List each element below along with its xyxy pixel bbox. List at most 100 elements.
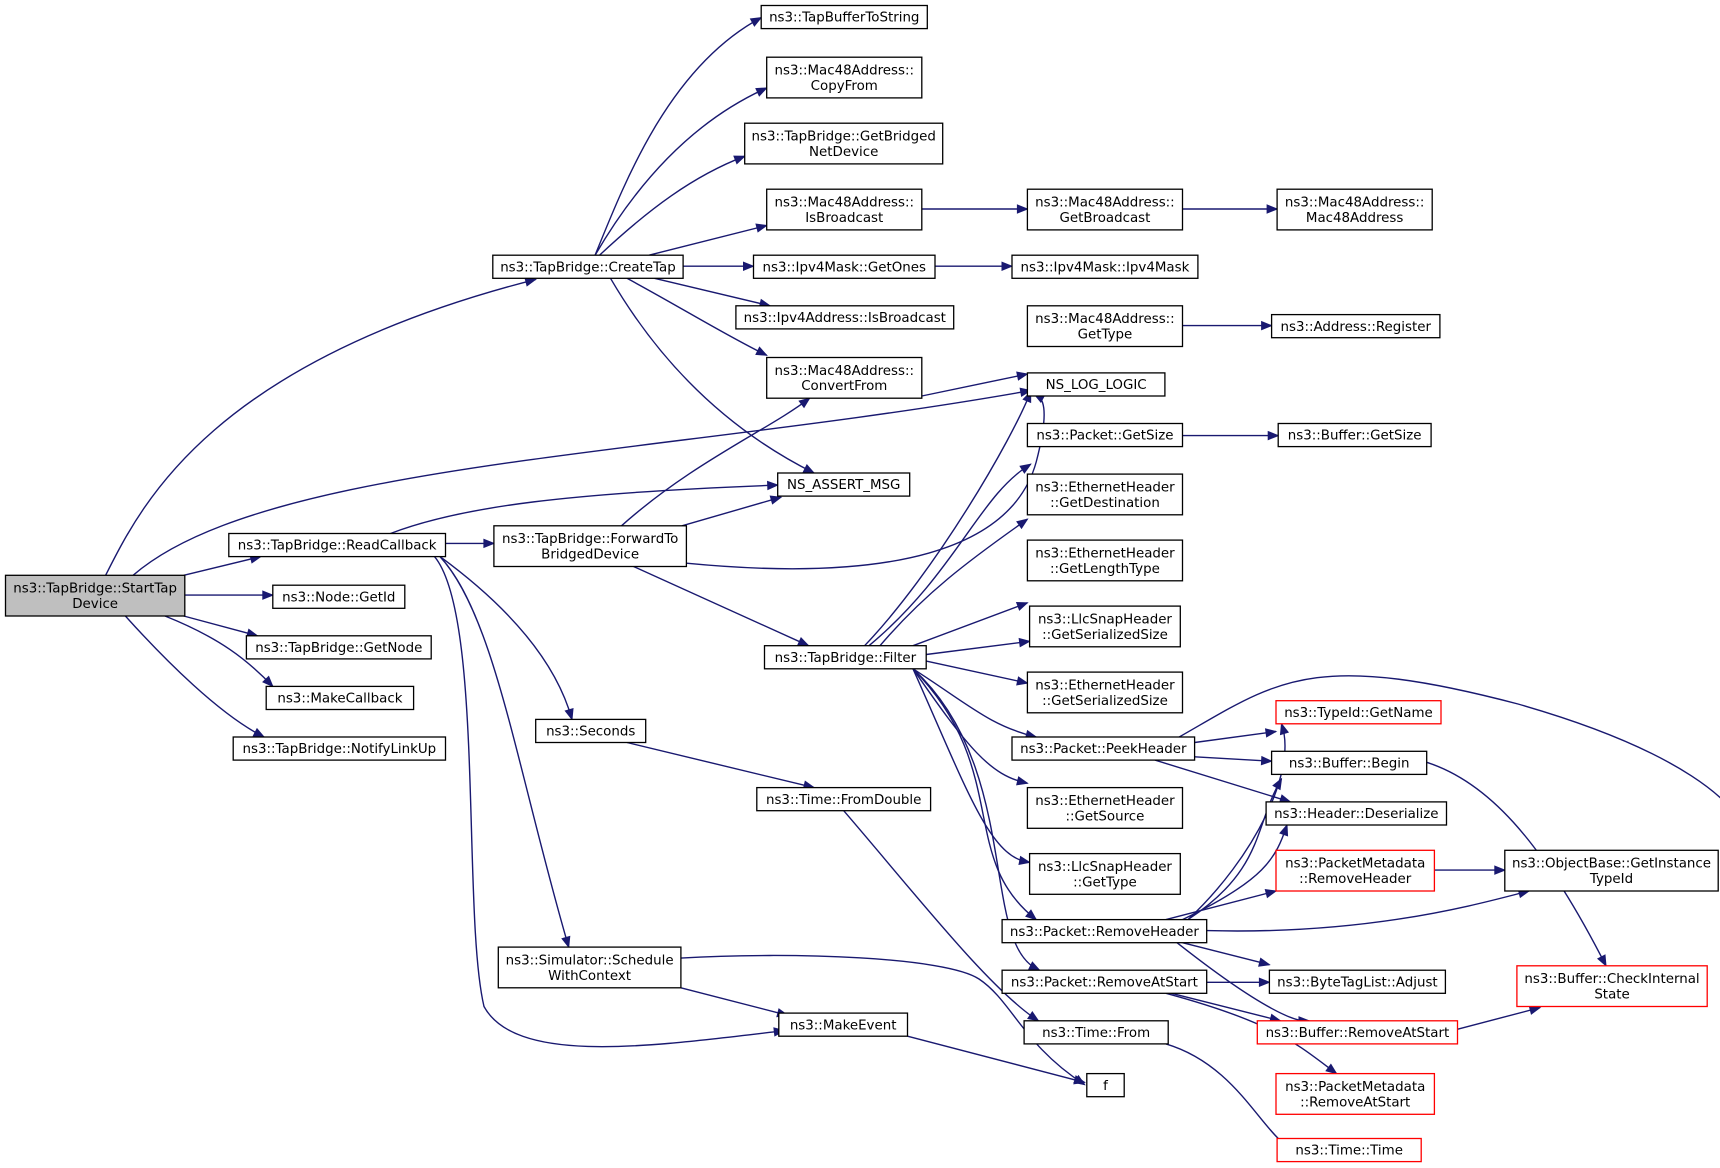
function-node-llcser[interactable]: ns3::LlcSnapHeader::GetSerializedSize bbox=[1028, 605, 1181, 648]
edge-line bbox=[912, 602, 1028, 647]
function-node-assert[interactable]: NS_ASSERT_MSG bbox=[777, 472, 911, 497]
call-edge-rmatstart-bufrmstart bbox=[1171, 992, 1282, 1023]
edge-line bbox=[843, 810, 1039, 1022]
function-node-makeevent[interactable]: ns3::MakeEvent bbox=[778, 1012, 909, 1037]
node-label: ns3::Node::GetId bbox=[282, 590, 395, 605]
node-box bbox=[1026, 188, 1184, 231]
function-node-timetime[interactable]: ns3::Time::Time bbox=[1276, 1137, 1422, 1163]
edge-line bbox=[1165, 890, 1277, 921]
node-label: ns3::PacketMetadata bbox=[1285, 857, 1425, 872]
function-node-ethdest[interactable]: ns3::EthernetHeader::GetDestination bbox=[1026, 473, 1184, 516]
function-node-rmatstart[interactable]: ns3::Packet::RemoveAtStart bbox=[1001, 969, 1208, 994]
function-node-f[interactable]: f bbox=[1086, 1072, 1125, 1098]
function-node-pmrmstart[interactable]: ns3::PacketMetadata::RemoveAtStart bbox=[1275, 1072, 1436, 1115]
edge-line bbox=[633, 565, 809, 647]
function-node-timefrom[interactable]: ns3::Time::From bbox=[1023, 1020, 1169, 1045]
function-node-register[interactable]: ns3::Address::Register bbox=[1270, 313, 1441, 339]
edge-arrowhead bbox=[1266, 204, 1279, 214]
function-node-rmheader[interactable]: ns3::Packet::RemoveHeader bbox=[1001, 918, 1208, 944]
function-node-btladjust[interactable]: ns3::ByteTagList::Adjust bbox=[1268, 969, 1447, 994]
function-node-seconds[interactable]: ns3::Seconds bbox=[535, 718, 647, 744]
edge-arrowhead bbox=[252, 727, 266, 738]
function-node-isbcast4[interactable]: ns3::Ipv4Address::IsBroadcast bbox=[735, 305, 955, 330]
function-node-ethser[interactable]: ns3::EthernetHeader::GetSerializedSize bbox=[1026, 671, 1184, 714]
function-node-mac48ctor[interactable]: ns3::Mac48Address::Mac48Address bbox=[1276, 188, 1433, 231]
function-node-gettype48[interactable]: ns3::Mac48Address::GetType bbox=[1026, 305, 1184, 348]
edge-line bbox=[433, 556, 785, 1048]
node-label: CopyFrom bbox=[811, 79, 878, 94]
call-edge-rmatstart-btladjust bbox=[1206, 977, 1271, 988]
function-node-createtap[interactable]: ns3::TapBridge::CreateTap bbox=[492, 254, 684, 279]
function-node-ipv4mask[interactable]: ns3::Ipv4Mask::Ipv4Mask bbox=[1011, 254, 1199, 279]
node-box bbox=[493, 525, 688, 568]
function-node-tapbuf[interactable]: ns3::TapBufferToString bbox=[760, 4, 928, 30]
node-box bbox=[766, 56, 923, 99]
edge-arrowhead bbox=[1018, 855, 1031, 866]
node-label: ns3::Address::Register bbox=[1281, 320, 1432, 335]
node-label: ns3::Buffer::Begin bbox=[1289, 756, 1410, 771]
node-label: ns3::TapBridge::CreateTap bbox=[500, 260, 676, 275]
node-box bbox=[265, 685, 415, 711]
node-label: ns3::Buffer::GetSize bbox=[1288, 429, 1422, 444]
function-node-copyfrom[interactable]: ns3::Mac48Address::CopyFrom bbox=[766, 56, 923, 99]
node-label: ns3::EthernetHeader bbox=[1035, 480, 1175, 495]
edge-line bbox=[1206, 890, 1530, 932]
node-label: ns3::TapBridge::StartTap bbox=[13, 582, 177, 597]
node-box bbox=[1086, 1072, 1125, 1098]
edge-line bbox=[599, 155, 745, 256]
node-label: State bbox=[1594, 987, 1629, 1002]
function-node-ethlen[interactable]: ns3::EthernetHeader::GetLengthType bbox=[1026, 539, 1184, 582]
node-box bbox=[777, 472, 911, 497]
function-node-bufrmstart[interactable]: ns3::Buffer::RemoveAtStart bbox=[1256, 1020, 1459, 1045]
node-box bbox=[1265, 801, 1448, 826]
function-node-notify[interactable]: ns3::TapBridge::NotifyLinkUp bbox=[232, 736, 447, 761]
node-box bbox=[763, 645, 927, 670]
function-node-llctype[interactable]: ns3::LlcSnapHeader::GetType bbox=[1028, 852, 1181, 895]
function-node-pmrmheader[interactable]: ns3::PacketMetadata::RemoveHeader bbox=[1275, 849, 1436, 892]
function-node-pktsize[interactable]: ns3::Packet::GetSize bbox=[1026, 422, 1184, 448]
function-node-makecb[interactable]: ns3::MakeCallback bbox=[265, 685, 415, 711]
call-edge-filter-pktsize bbox=[868, 463, 1032, 647]
function-node-getbroadcast[interactable]: ns3::Mac48Address::GetBroadcast bbox=[1026, 188, 1184, 231]
node-label: TypeId bbox=[1589, 872, 1633, 887]
function-node-typeidname[interactable]: ns3::TypeId::GetName bbox=[1275, 700, 1442, 725]
function-node-fromdouble[interactable]: ns3::Time::FromDouble bbox=[756, 786, 932, 812]
edge-arrowhead bbox=[1325, 1063, 1338, 1075]
call-edge-seconds-fromdouble bbox=[626, 741, 816, 790]
function-node-getnode[interactable]: ns3::TapBridge::GetNode bbox=[245, 635, 432, 660]
node-label: Mac48Address bbox=[1306, 211, 1404, 226]
function-node-ethsrc[interactable]: ns3::EthernetHeader::GetSource bbox=[1026, 786, 1184, 829]
edge-arrowhead bbox=[802, 464, 816, 474]
function-node-peek[interactable]: ns3::Packet::PeekHeader bbox=[1011, 736, 1196, 761]
function-node-isbcast48[interactable]: ns3::Mac48Address::IsBroadcast bbox=[766, 188, 923, 231]
edge-line bbox=[1182, 942, 1270, 966]
edge-line bbox=[439, 556, 570, 948]
edge-arrowhead bbox=[755, 87, 768, 97]
node-label: ns3::EthernetHeader bbox=[1035, 794, 1175, 809]
function-node-getones[interactable]: ns3::Ipv4Mask::GetOnes bbox=[752, 254, 936, 279]
function-node-getid[interactable]: ns3::Node::GetId bbox=[272, 584, 406, 609]
function-node-filter[interactable]: ns3::TapBridge::Filter bbox=[763, 645, 927, 670]
node-box bbox=[1026, 786, 1184, 829]
node-label: ns3::ByteTagList::Adjust bbox=[1277, 975, 1438, 990]
node-box bbox=[1504, 849, 1719, 892]
edge-line bbox=[1194, 756, 1272, 762]
function-node-convfrom[interactable]: ns3::Mac48Address::ConvertFrom bbox=[766, 356, 923, 399]
function-node-nslog[interactable]: NS_LOG_LOGIC bbox=[1026, 372, 1166, 397]
function-node-bufsize[interactable]: ns3::Buffer::GetSize bbox=[1277, 422, 1432, 448]
function-node-bufbegin[interactable]: ns3::Buffer::Begin bbox=[1270, 750, 1428, 776]
edge-arrowhead bbox=[767, 480, 780, 491]
call-edge-forward-assert bbox=[681, 495, 783, 527]
function-node-readcb[interactable]: ns3::TapBridge::ReadCallback bbox=[228, 532, 447, 558]
edge-line bbox=[1182, 824, 1288, 921]
node-box bbox=[272, 584, 406, 609]
edge-line bbox=[868, 463, 1032, 647]
function-node-hdrdeser[interactable]: ns3::Header::Deserialize bbox=[1265, 801, 1448, 826]
node-box bbox=[1270, 750, 1428, 776]
edge-arrowhead bbox=[1019, 463, 1032, 474]
